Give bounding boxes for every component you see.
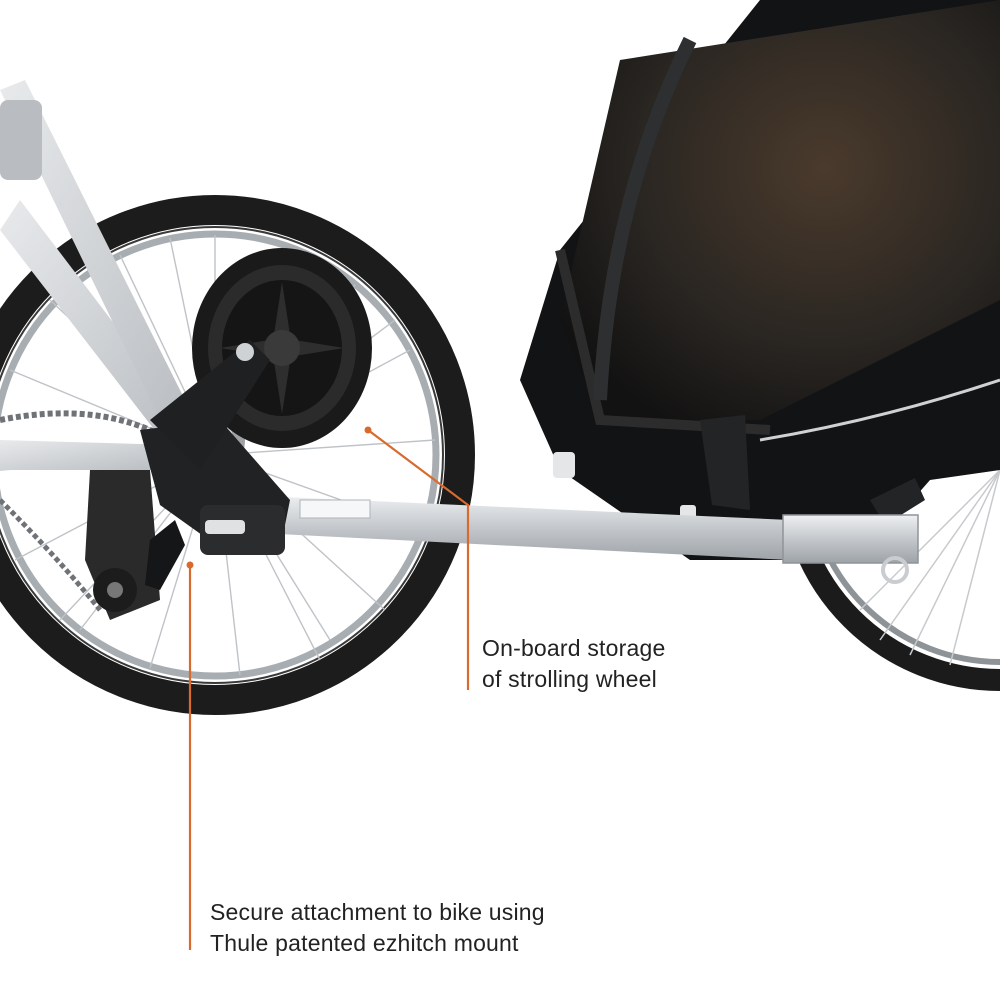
ezhitch-mount	[140, 420, 290, 590]
callout-line-hitch	[186, 561, 194, 950]
callout-hitch-text: Secure attachment to bike using Thule pa…	[210, 897, 545, 959]
trailer-canopy	[520, 0, 1000, 560]
callout-storage-text: On-board storage of strolling wheel	[482, 633, 665, 695]
callout-hitch-line1: Secure attachment to bike using	[210, 899, 545, 925]
callout-storage-line1: On-board storage	[482, 635, 666, 661]
strolling-wheel	[150, 248, 372, 470]
callout-hitch-line2: Thule patented ezhitch mount	[210, 930, 519, 956]
callout-storage-line2: of strolling wheel	[482, 666, 657, 692]
callout-line-storage	[364, 426, 470, 690]
bike-frame	[0, 80, 195, 620]
tow-arm	[240, 495, 919, 584]
